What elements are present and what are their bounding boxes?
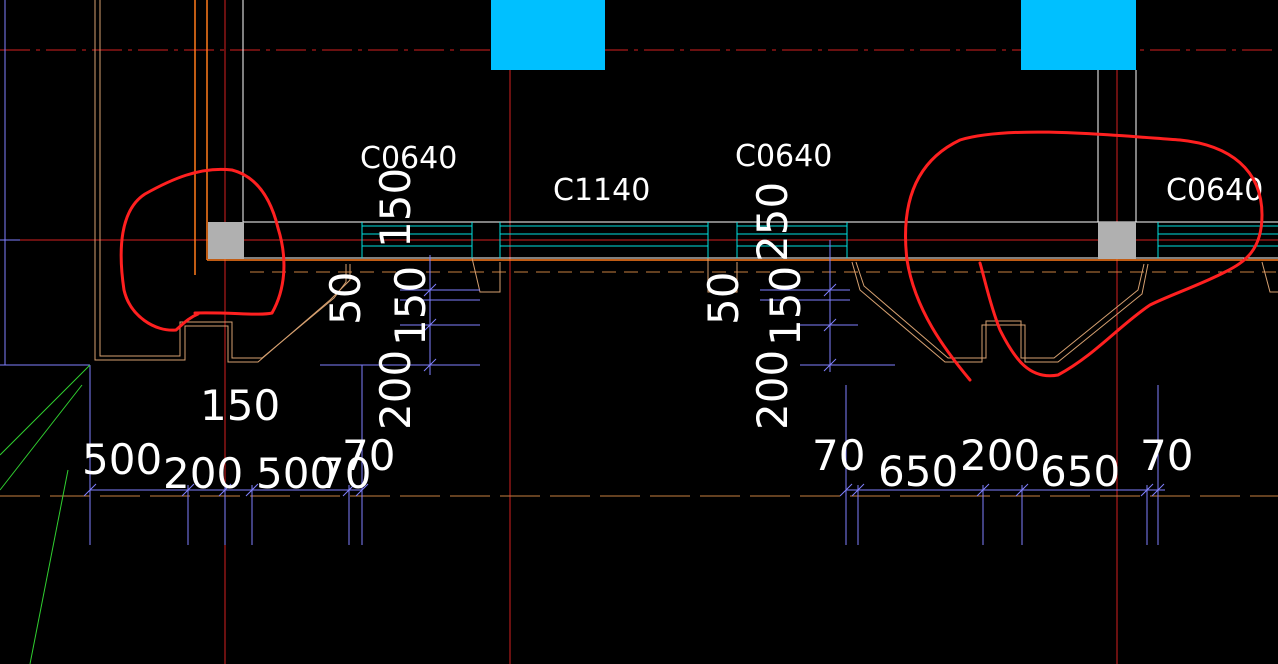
dimension-lines [0,0,1165,545]
leader-lines [0,364,91,664]
dim-left-top: 150 [371,168,420,248]
window-lines [361,222,1278,258]
window-label-1: C0640 [360,141,457,176]
column-top-right [1021,0,1136,70]
slab-edge [194,0,1278,275]
dim-left-3: 500 [256,449,336,498]
dim-right-top-b: 150 [761,266,810,346]
dim-right-3: 200 [960,431,1040,480]
dim-ledge-label: 150 [200,381,280,430]
ledge-outlines [94,0,1278,363]
dim-left-5: 70 [342,431,395,480]
window-label-2: C1140 [553,173,650,208]
dim-right-bottom: 200 [748,350,797,430]
dim-left-side: 50 [321,272,370,325]
dim-left-top-b: 150 [386,266,435,346]
dim-right-4: 650 [1040,447,1120,496]
column-section-right [1098,222,1136,259]
dim-right-top: 250 [748,182,797,262]
dim-left-1: 500 [82,435,162,484]
markup-circle-left [119,167,286,332]
dimension-ticks [83,283,1165,497]
dim-left-4: 70 [318,449,371,498]
dim-right-5: 70 [1140,431,1193,480]
dim-right-1: 70 [812,431,865,480]
markup-circle-right [904,130,1264,382]
dim-right-side: 50 [699,272,748,325]
window-label-4: C0640 [1166,173,1263,208]
window-label-3: C0640 [735,139,832,174]
column-section-left [208,222,244,259]
dim-right-2: 650 [878,447,958,496]
column-top-left [491,0,605,70]
dim-left-bottom: 200 [371,350,420,430]
dim-left-2: 200 [163,449,243,498]
